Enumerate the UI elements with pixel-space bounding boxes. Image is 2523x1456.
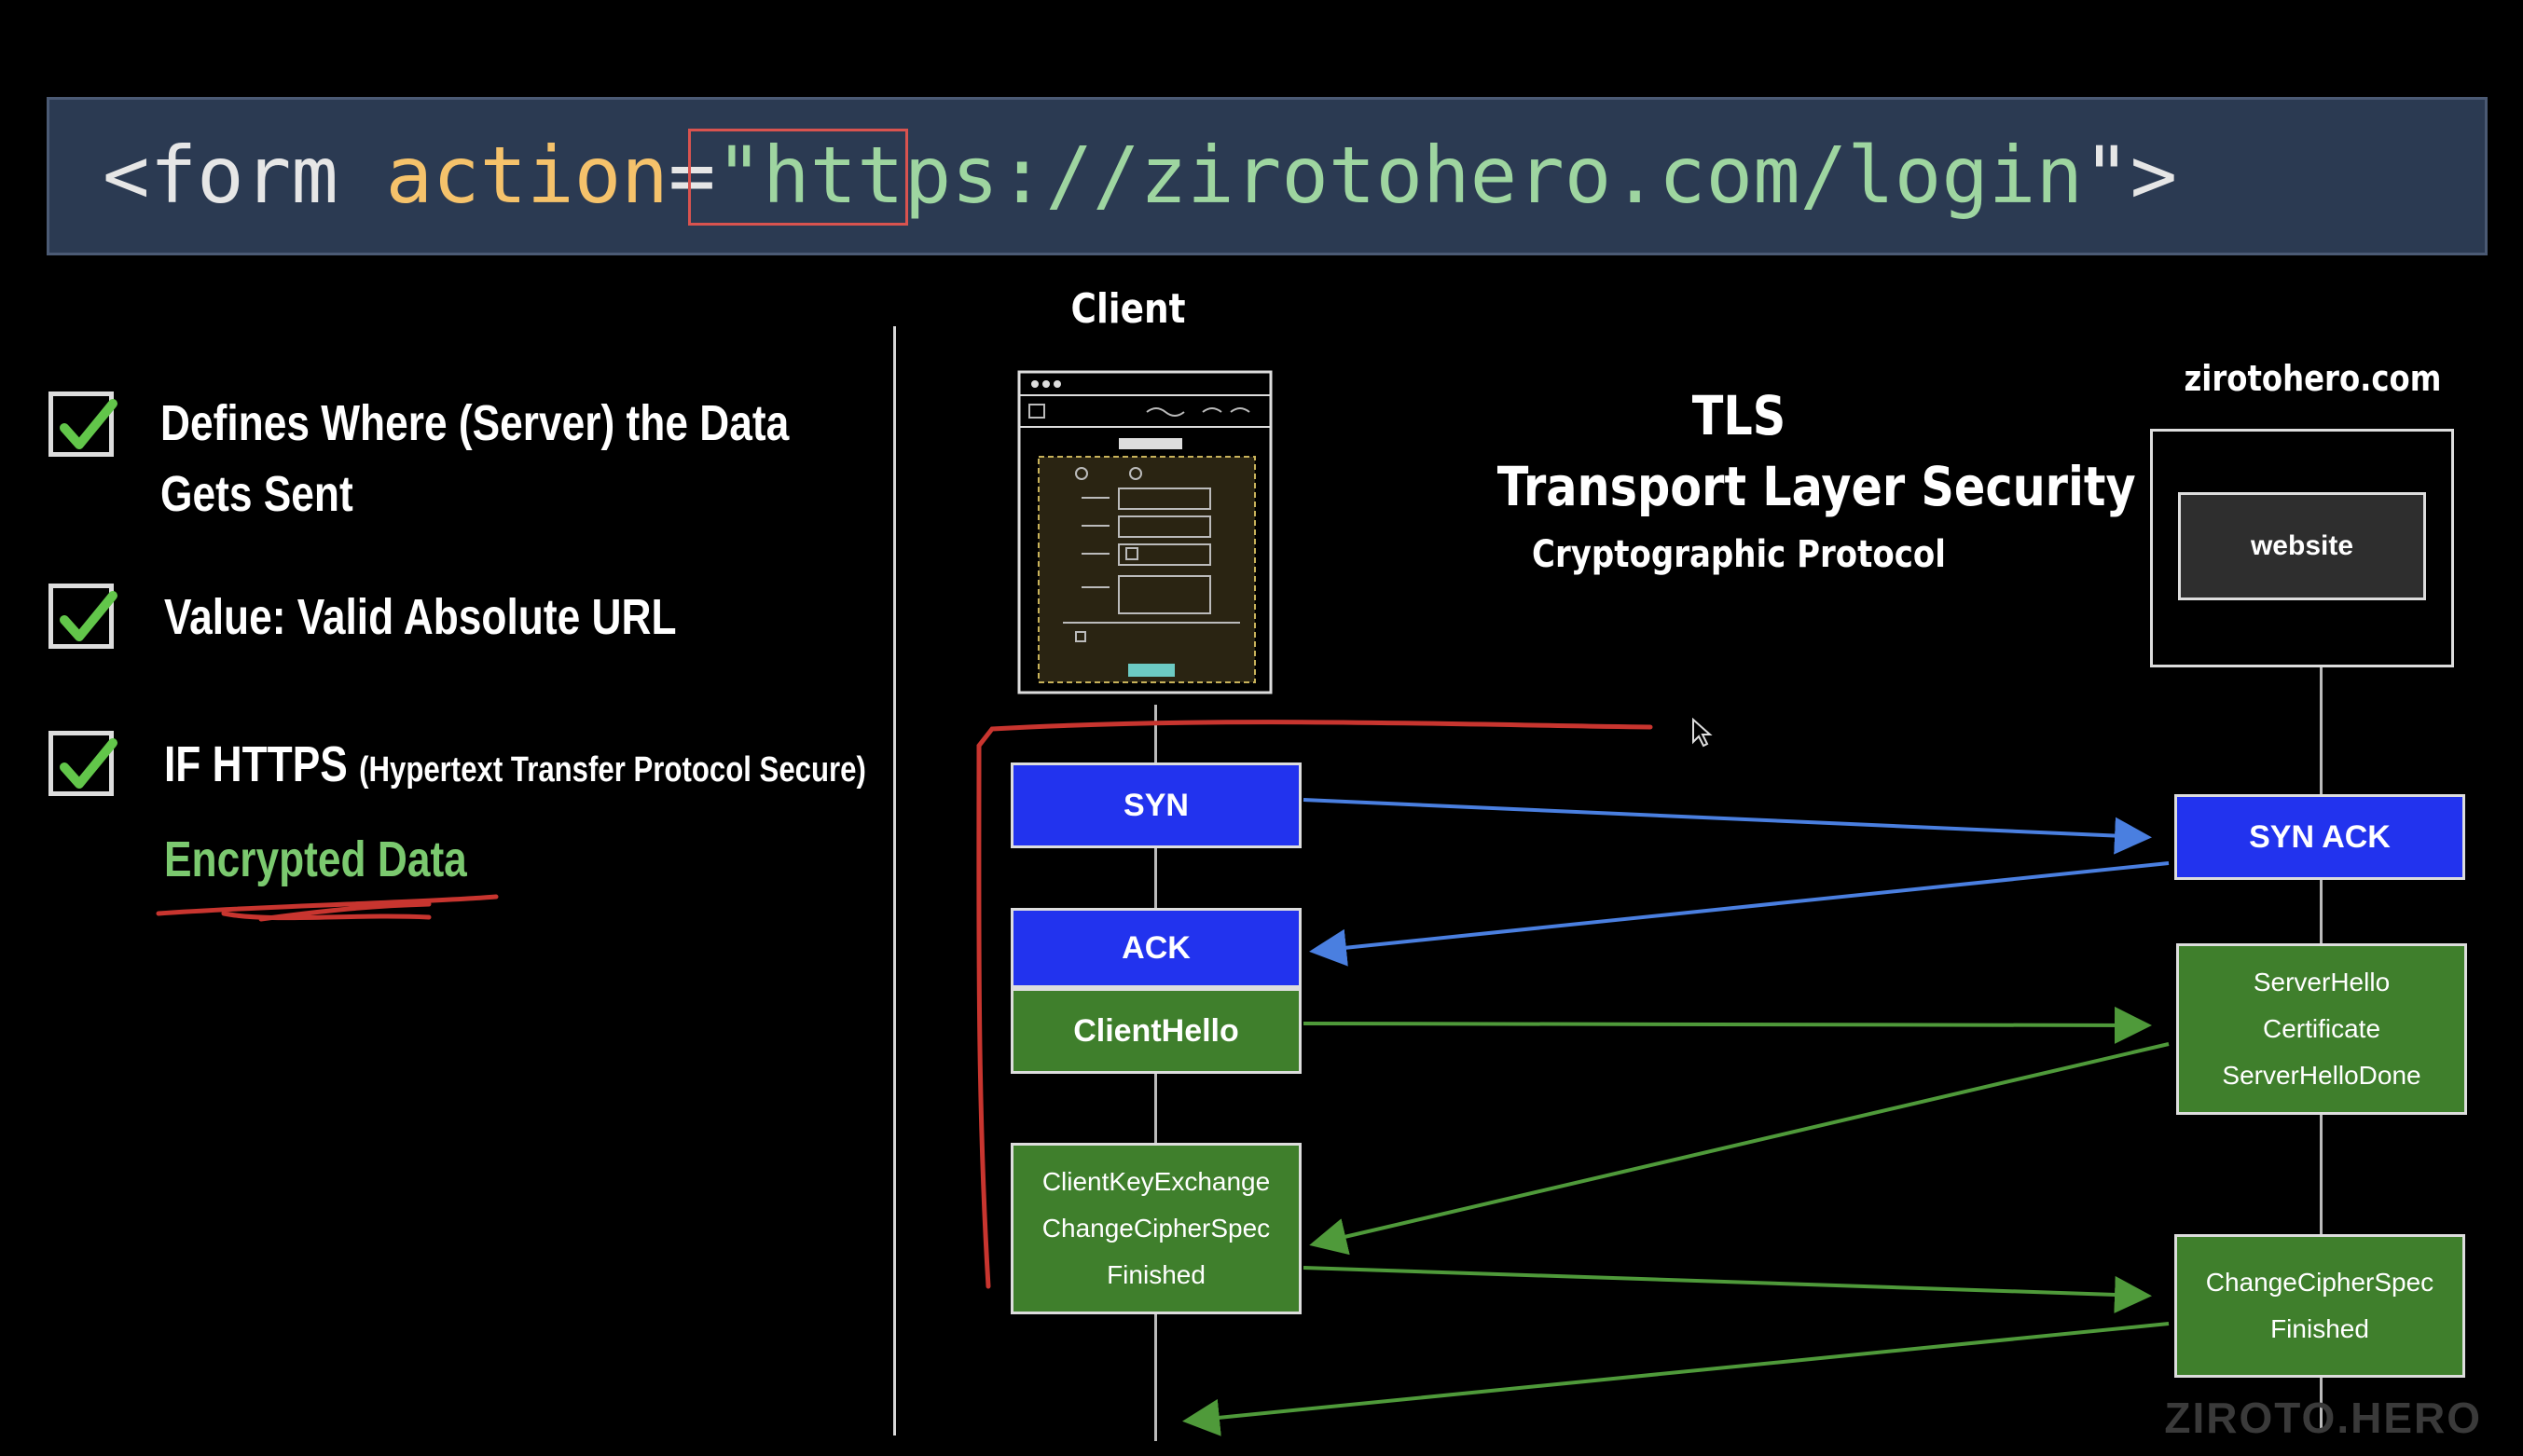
checklist-item-3-main: IF HTTPS (164, 736, 348, 792)
step-server-hello-line3: ServerHelloDone (2222, 1061, 2421, 1090)
checklist-item-2: Value: Valid Absolute URL (164, 582, 677, 652)
checklist-item-3: IF HTTPS (Hypertext Transfer Protocol Se… (164, 729, 866, 805)
step-ack: ACK (1011, 908, 1302, 988)
step-server-hello-line1: ServerHello (2253, 968, 2391, 996)
code-https-scheme: https (763, 130, 999, 221)
section-divider (893, 326, 896, 1435)
form-action-code: <form action="https://zirotohero.com/log… (103, 129, 2177, 222)
server-frame (2150, 429, 2454, 667)
https-highlight-box (688, 129, 908, 226)
step-client-key-exchange: ClientKeyExchange ChangeCipherSpec Finis… (1011, 1143, 1302, 1314)
checkbox-checked-icon (48, 391, 117, 457)
step-client-key-exchange-line3: Finished (1107, 1260, 1206, 1289)
step-client-key-exchange-line2: ChangeCipherSpec (1041, 1214, 1271, 1243)
red-bracket-annotation (976, 720, 1653, 1289)
step-server-change-cipher-line1: ChangeCipherSpec (2205, 1268, 2434, 1297)
code-attribute: action (385, 130, 669, 221)
checklist-item-3-detail: (Hypertext Transfer Protocol Secure) (359, 750, 866, 790)
code-banner (47, 97, 2488, 255)
checklist-item-1-line1: Defines Where (Server) the Data (160, 395, 790, 451)
step-syn-ack: SYN ACK (2174, 794, 2465, 880)
step-syn-label: SYN (1124, 787, 1189, 823)
server-title: zirotohero.com (2184, 358, 2442, 399)
step-server-change-cipher: ChangeCipherSpec Finished (2174, 1234, 2465, 1378)
step-syn-ack-label: SYN ACK (2249, 818, 2391, 855)
step-client-key-exchange-line1: ClientKeyExchange (1041, 1167, 1271, 1196)
red-underline-annotation (156, 894, 499, 922)
tls-caption: Cryptographic Protocol (1532, 533, 1946, 576)
step-server-change-cipher-line2: Finished (2270, 1314, 2369, 1343)
checklist-item-1-line2: Gets Sent (160, 466, 353, 522)
code-quote: " (715, 130, 764, 221)
code-tag-close: "> (2083, 130, 2178, 221)
code-url-rest: ://zirotohero.com/login (998, 130, 2084, 221)
step-server-hello-line2: Certificate (2262, 1014, 2381, 1043)
mouse-cursor-icon (1692, 718, 1713, 748)
client-title: Client (1070, 285, 1186, 333)
encrypted-data-note: Encrypted Data (164, 831, 467, 887)
checkbox-checked-icon (48, 584, 117, 649)
watermark-logo: ZIROTO.HERO (2164, 1394, 2482, 1442)
step-ack-label: ACK (1122, 929, 1191, 966)
step-client-hello-label: ClientHello (1073, 1013, 1239, 1049)
code-tag-open: <form (103, 130, 386, 221)
checkbox-checked-icon (48, 731, 117, 796)
client-browser-form-icon (1017, 370, 1273, 694)
step-syn: SYN (1011, 762, 1302, 848)
server-website-label: website (2250, 530, 2354, 561)
tls-title: TLS (1691, 384, 1786, 447)
checklist-item-1: Defines Where (Server) the Data Gets Sen… (160, 388, 789, 529)
server-website-box: website (2178, 492, 2426, 600)
step-server-hello: ServerHello Certificate ServerHelloDone (2176, 943, 2467, 1115)
code-equals: = (668, 130, 716, 221)
checklist-item-2-text: Value: Valid Absolute URL (164, 589, 677, 645)
step-client-hello: ClientHello (1011, 988, 1302, 1074)
